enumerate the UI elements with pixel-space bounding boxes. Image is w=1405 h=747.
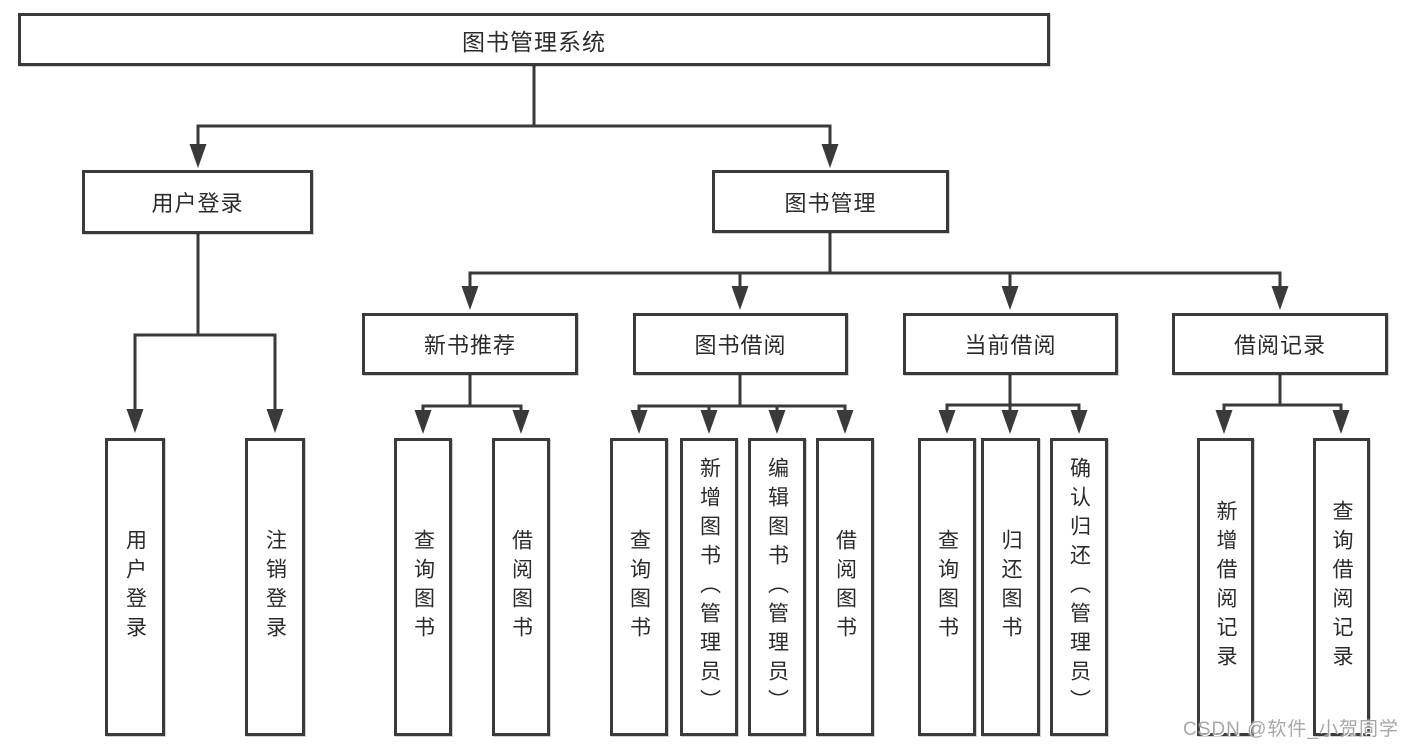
node-library-management-system: 图书管理系统 bbox=[18, 13, 1050, 66]
node-label: 图书借阅 bbox=[694, 333, 787, 358]
node-label: 借阅记录 bbox=[1233, 333, 1326, 358]
node-label: 图书管理 bbox=[784, 190, 877, 216]
leaf-add-book-admin: 新增图书（管理员） bbox=[680, 438, 738, 736]
node-label: 用户登录 bbox=[151, 191, 244, 216]
leaf-label: 编辑图书（管理员） bbox=[765, 456, 789, 718]
node-current-borrowing: 当前借阅 bbox=[903, 313, 1118, 375]
leaf-confirm-return-admin: 确认归还（管理员） bbox=[1050, 438, 1108, 736]
node-label: 当前借阅 bbox=[964, 333, 1057, 358]
leaf-label: 用户登录 bbox=[123, 529, 147, 645]
leaf-label: 注销登录 bbox=[263, 529, 287, 645]
leaf-add-borrow-record: 新增借阅记录 bbox=[1197, 438, 1254, 736]
node-book-management: 图书管理 bbox=[712, 170, 949, 233]
leaf-label: 借阅图书 bbox=[833, 529, 857, 645]
leaf-logout: 注销登录 bbox=[245, 438, 305, 736]
node-label: 图书管理系统 bbox=[462, 28, 606, 55]
leaf-edit-book-admin: 编辑图书（管理员） bbox=[748, 438, 806, 736]
node-new-book-recommend: 新书推荐 bbox=[362, 313, 578, 375]
node-book-borrowing: 图书借阅 bbox=[633, 313, 848, 375]
node-label: 新书推荐 bbox=[423, 333, 516, 358]
leaf-borrow-book-borrowing: 借阅图书 bbox=[816, 438, 874, 736]
leaf-query-book-recommend: 查询图书 bbox=[394, 438, 452, 736]
leaf-label: 新增图书（管理员） bbox=[697, 456, 721, 718]
watermark: CSDN @软件_小贺同学 bbox=[1183, 719, 1399, 740]
leaf-label: 查询图书 bbox=[935, 529, 959, 645]
leaf-label: 归还图书 bbox=[999, 529, 1022, 645]
leaf-label: 确认归还（管理员） bbox=[1067, 456, 1091, 718]
node-user-login: 用户登录 bbox=[82, 170, 313, 234]
leaf-borrow-book-recommend: 借阅图书 bbox=[492, 438, 550, 736]
leaf-return-book: 归还图书 bbox=[981, 438, 1040, 736]
leaf-label: 新增借阅记录 bbox=[1214, 500, 1237, 674]
leaf-label: 查询图书 bbox=[411, 529, 435, 645]
leaf-label: 借阅图书 bbox=[509, 529, 533, 645]
leaf-label: 查询图书 bbox=[627, 529, 651, 645]
leaf-user-login: 用户登录 bbox=[105, 438, 165, 736]
leaf-query-borrow-record: 查询借阅记录 bbox=[1313, 438, 1370, 736]
leaf-label: 查询借阅记录 bbox=[1330, 500, 1353, 674]
leaf-query-book-borrowing: 查询图书 bbox=[610, 438, 668, 736]
leaf-query-book-current: 查询图书 bbox=[918, 438, 976, 736]
node-borrowing-records: 借阅记录 bbox=[1172, 313, 1388, 375]
